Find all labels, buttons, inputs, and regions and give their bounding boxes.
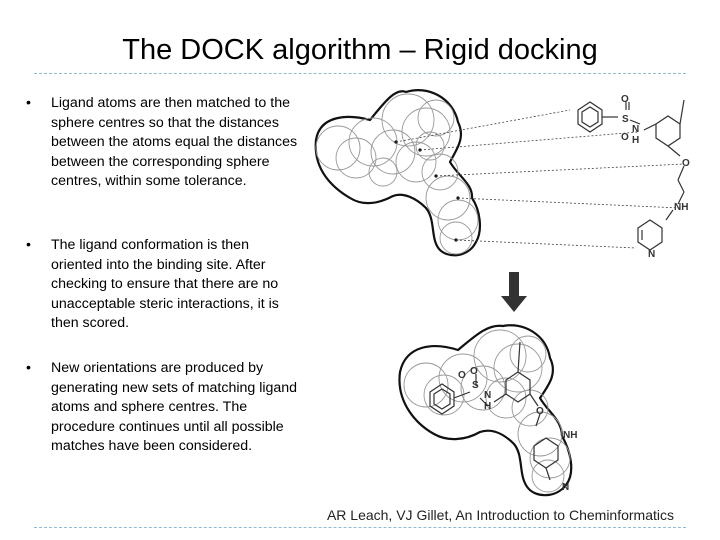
match-lines bbox=[395, 109, 685, 249]
atom-label: NH bbox=[563, 430, 577, 441]
atom-label: H bbox=[632, 135, 639, 146]
atom-label: N bbox=[648, 249, 655, 260]
ligand-labels-top: O S O N H O NH N bbox=[621, 94, 690, 260]
atom-label: S bbox=[622, 114, 629, 125]
atom-label: O bbox=[621, 94, 629, 105]
atom-label: N bbox=[632, 124, 639, 135]
bullet-marker: • bbox=[26, 360, 31, 376]
bullet-text: Ligand atoms are then matched to the sph… bbox=[51, 95, 298, 189]
binding-site-top bbox=[314, 89, 482, 257]
atom-label: O bbox=[536, 406, 544, 417]
atom-label: O bbox=[470, 366, 478, 377]
atom-label: O bbox=[458, 370, 466, 381]
bullet-marker: • bbox=[26, 237, 31, 253]
atom-label: S bbox=[472, 380, 479, 391]
slide-title: The DOCK algorithm – Rigid docking bbox=[122, 34, 598, 66]
down-arrow-icon bbox=[501, 272, 527, 312]
spheres-bottom bbox=[403, 329, 571, 493]
ligand-bottom bbox=[429, 341, 559, 481]
bullet-marker: • bbox=[26, 95, 31, 111]
atom-label: N bbox=[562, 482, 569, 493]
atom-label: H bbox=[484, 401, 491, 412]
top-divider bbox=[34, 73, 686, 74]
atom-label: O bbox=[682, 158, 690, 169]
atom-label: O bbox=[621, 132, 629, 143]
ligand-labels-bottom: O S O N H O NH N bbox=[458, 366, 577, 493]
citation: AR Leach, VJ Gillet, An Introduction to … bbox=[326, 507, 674, 523]
spheres-top bbox=[315, 93, 479, 255]
bullet-text: The ligand conformation is then oriented… bbox=[51, 237, 279, 331]
bottom-divider bbox=[34, 527, 686, 528]
atom-label: NH bbox=[674, 202, 688, 213]
atom-label: N bbox=[484, 390, 491, 401]
docking-figure: O S O N H O NH N O S bbox=[308, 80, 708, 505]
bullet-text: New orientations are produced by generat… bbox=[51, 360, 298, 454]
ligand-top bbox=[577, 99, 685, 251]
